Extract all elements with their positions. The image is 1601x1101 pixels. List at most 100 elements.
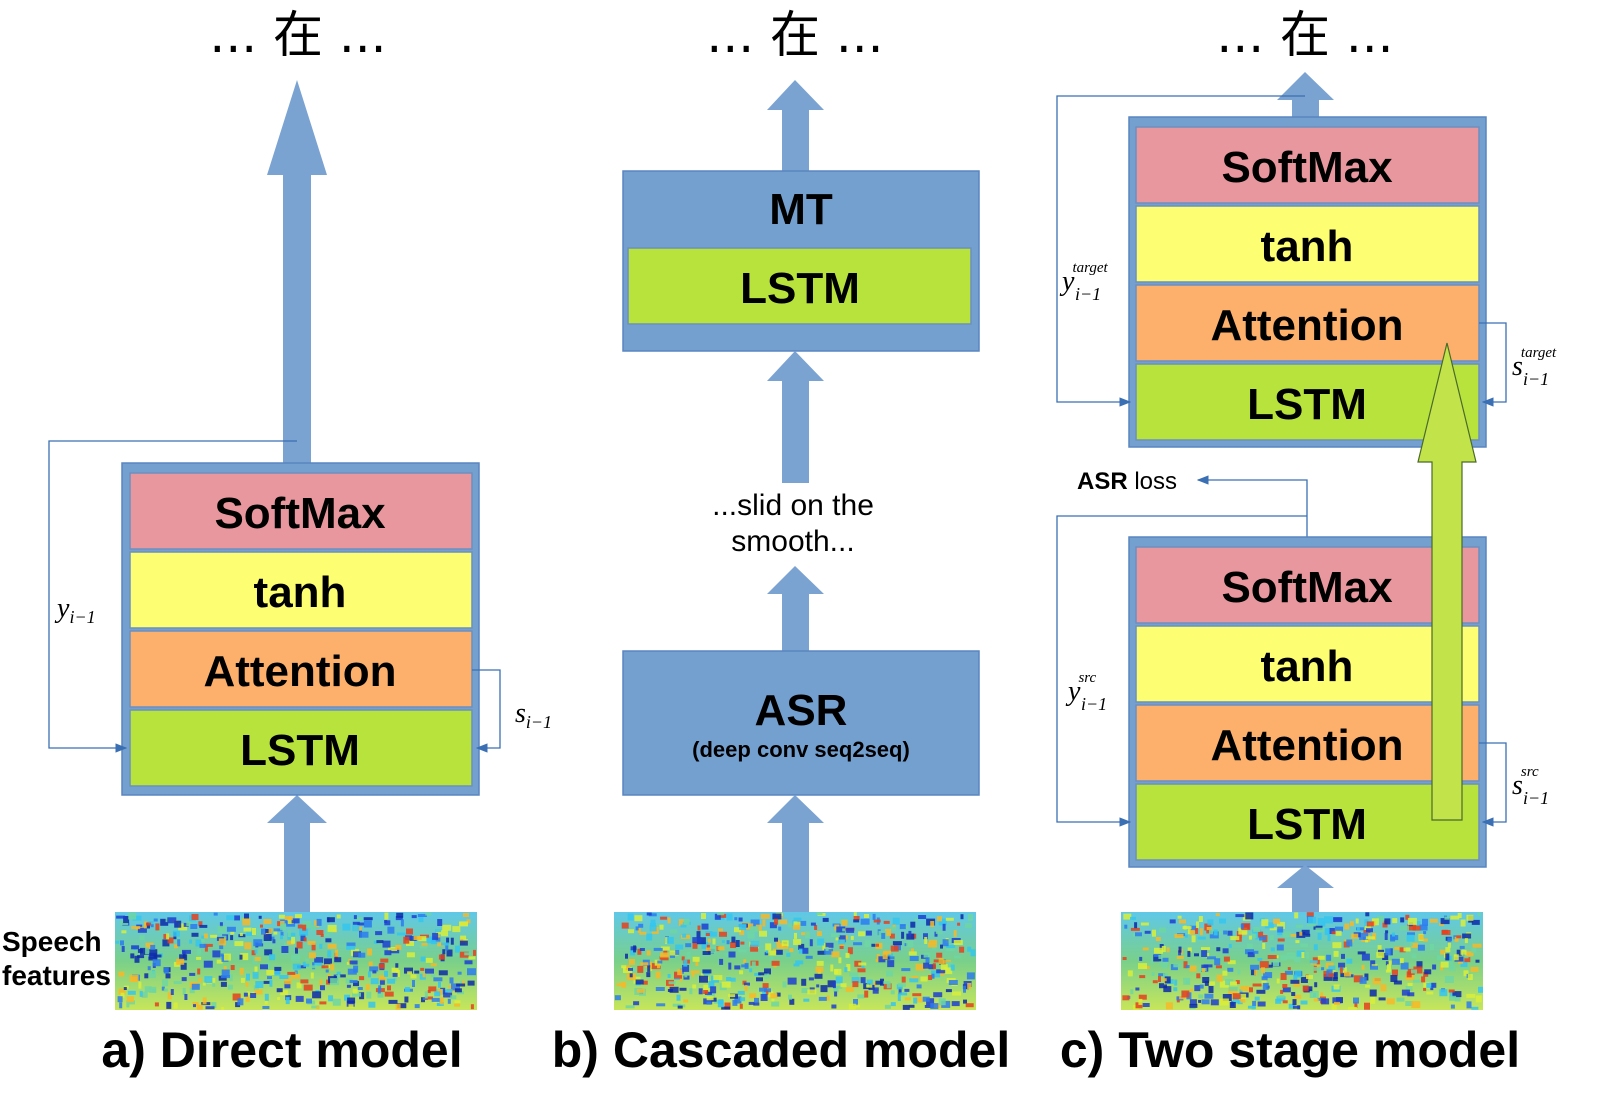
spectrogram-speckle (1449, 965, 1456, 972)
spectrogram-speckle (758, 972, 768, 976)
spectrogram-speckle (195, 939, 202, 947)
spectrogram-speckle (1253, 927, 1261, 932)
spectrogram-speckle (201, 935, 206, 939)
spectrogram-speckle (284, 916, 293, 921)
spectrogram-speckle (892, 924, 896, 928)
spectrogram-speckle (778, 926, 782, 931)
spectrogram-speckle (625, 965, 630, 971)
spectrogram-speckle (1359, 932, 1369, 940)
spectrogram-speckle (890, 990, 895, 995)
spectrogram-speckle (446, 949, 453, 957)
spectrogram-speckle (1365, 936, 1375, 940)
spectrogram-speckle (771, 1001, 780, 1007)
spectrogram-speckle (1412, 979, 1421, 983)
spectrogram-speckle (696, 931, 701, 939)
spectrogram-speckle (459, 940, 468, 946)
spectrogram-speckle (123, 987, 127, 990)
spectrogram-speckle (789, 948, 794, 953)
spectrogram-speckle (449, 977, 454, 984)
spectrogram-speckle (320, 934, 324, 937)
spectrogram-speckle (319, 943, 323, 949)
spectrogram-speckle (1164, 976, 1171, 984)
spectrogram-speckle (781, 943, 789, 949)
spectrogram-speckle (1364, 923, 1371, 931)
spectrogram-speckle (198, 977, 202, 983)
spectrogram-speckle (173, 1002, 178, 1009)
spectrogram-speckle (1247, 952, 1255, 958)
spectrogram-speckle (1269, 935, 1274, 941)
direct-softmax-layer (129, 472, 473, 550)
spectrogram-speckle (1276, 978, 1280, 984)
spectrogram-speckle (368, 971, 371, 978)
spectrogram-speckle (853, 916, 860, 920)
spectrogram-speckle (349, 980, 358, 983)
spectrogram-speckle (191, 983, 200, 990)
spectrogram-speckle (712, 938, 716, 945)
spectrogram-speckle (359, 976, 365, 981)
spectrogram-speckle (1267, 955, 1277, 959)
spectrogram-speckle (220, 953, 224, 957)
spectrogram-speckle (287, 919, 294, 924)
s-src-feedback-line (1479, 742, 1507, 827)
spectrogram-speckle (1215, 913, 1220, 917)
spectrogram-speckle (831, 1004, 837, 1009)
spectrogram-speckle (698, 988, 703, 995)
spectrogram-speckle (377, 991, 384, 998)
spectrogram-speckle (703, 998, 713, 1005)
spectrogram-speckle (1444, 976, 1454, 983)
spectrogram-speckle (346, 942, 356, 947)
spectrogram-speckle (625, 1005, 635, 1009)
spectrogram-speckle (1354, 1001, 1358, 1008)
spectrogram-speckle (756, 977, 763, 982)
spectrogram-speckle (948, 980, 958, 985)
spectrogram-speckle (128, 912, 137, 920)
spectrogram-speckle (1140, 922, 1149, 926)
spectrogram-speckle (366, 991, 372, 999)
spectrogram-speckle (395, 916, 403, 921)
spectrogram-speckle (1282, 987, 1291, 993)
spectrogram-speckle (621, 965, 627, 969)
spectrogram-speckle (957, 922, 961, 926)
spectrogram-speckle (336, 971, 341, 975)
spectrogram-speckle (1178, 946, 1182, 953)
spectrogram-speckle (845, 952, 850, 958)
spectrogram-speckle (690, 970, 700, 974)
spectrogram-speckle (726, 913, 733, 921)
spectrogram-speckle (749, 926, 759, 933)
spectrogram-speckle (384, 991, 394, 997)
spectrogram-speckle (353, 981, 359, 987)
spectrogram-speckle (820, 985, 828, 993)
spectrogram-speckle (701, 941, 709, 949)
spectrogram-speckle (1204, 993, 1214, 999)
spectrogram-speckle (683, 959, 688, 967)
spectrogram-speckle (1286, 952, 1296, 960)
spectrogram-speckle (388, 999, 398, 1004)
spectrogram-speckle (324, 958, 332, 965)
spectrogram-speckle (200, 939, 205, 942)
spectrogram-speckle (852, 981, 859, 988)
spectrogram-speckle (639, 948, 645, 951)
spectrogram-speckle (427, 990, 431, 994)
spectrogram-speckle (308, 952, 316, 959)
spectrogram-speckle (412, 980, 415, 987)
spectrogram-speckle (1317, 932, 1322, 940)
spectrogram-speckle (452, 926, 461, 933)
spectrogram-speckle (890, 926, 896, 931)
spectrogram-speckle (311, 943, 316, 951)
spectrogram-speckle (218, 975, 227, 981)
spectrogram-speckle (258, 915, 262, 919)
spectrogram-speckle (1361, 953, 1370, 961)
spectrogram-speckle (1456, 949, 1462, 956)
spectrogram-speckle (1462, 933, 1472, 939)
spectrogram-speckle (890, 945, 899, 952)
spectrogram-speckle (316, 930, 324, 935)
spectrogram-speckle (320, 985, 325, 991)
spectrogram-speckle (387, 985, 391, 991)
spectrogram-speckle (1440, 918, 1450, 925)
spectrogram-speckle (353, 951, 361, 958)
spectrogram-speckle (906, 940, 914, 948)
spectrogram-speckle (367, 948, 373, 956)
spectrogram-speckle (1187, 950, 1191, 957)
